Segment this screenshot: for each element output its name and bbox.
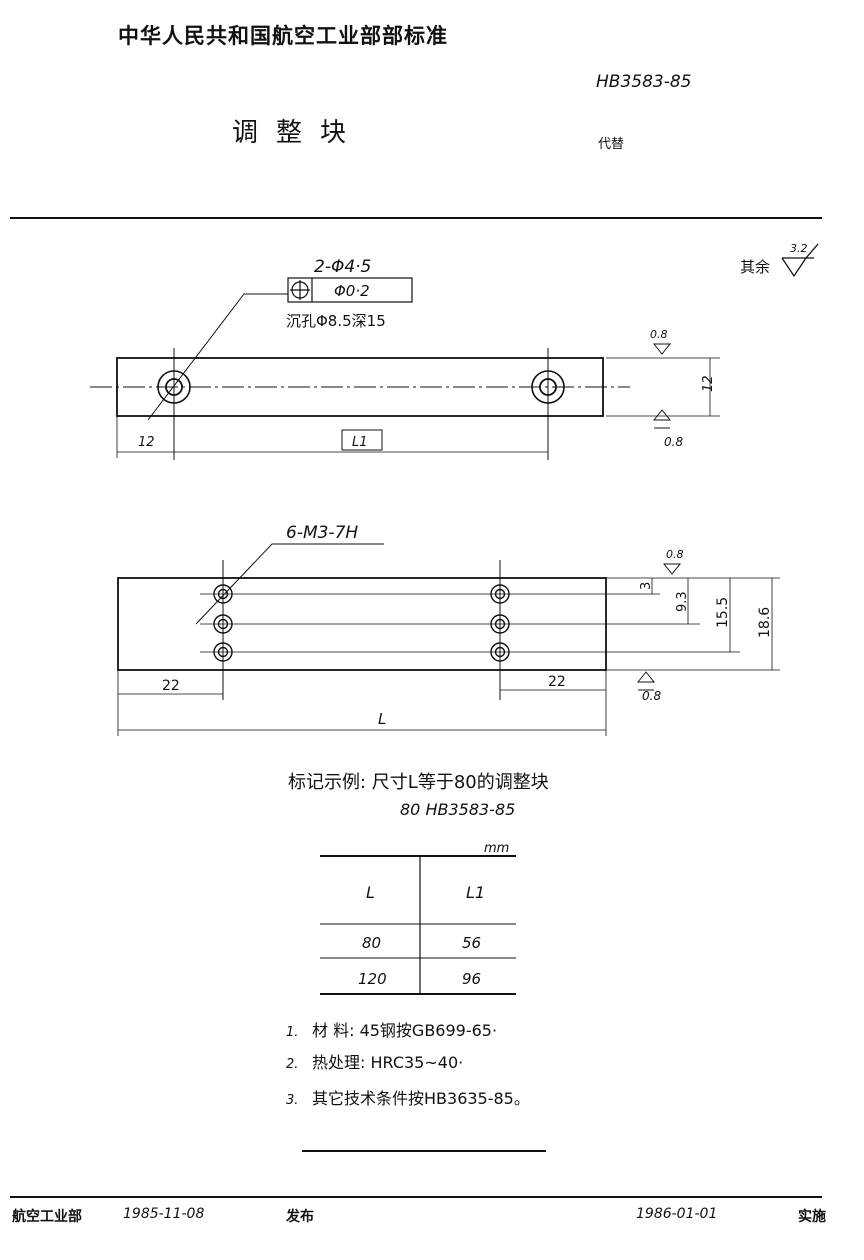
standard-code: HB3583-85 [596,72,692,92]
threaded-holes [213,584,510,662]
dim-22-left: 22 [162,678,180,694]
counterbore-callout: 沉孔Φ8.5深15 [286,312,386,330]
note-text: 热处理: HRC35~40· [312,1053,464,1072]
standard-title: 中华人民共和国航空工业部部标准 [118,24,448,48]
footer-issued: 发布 [286,1209,314,1225]
header-divider [10,217,822,219]
dim-18-6: 18.6 [757,607,773,638]
dimension-table: mm L L1 80 56 120 96 [320,841,516,995]
note-item: 1. 材 料: 45钢按GB699-65· [286,1017,497,1041]
dim-3: 3 [639,582,654,590]
roughness-symbol-rest [781,257,814,278]
roughness-front-lower: 0.8 [642,689,661,703]
note-item: 3. 其它技术条件按HB3635-85。 [286,1085,530,1109]
table-cell: 120 [358,970,387,988]
thread-callout: 6-M3-7H [286,523,358,543]
marking-code: 80 HB3583-85 [400,800,516,819]
note-text: 材 料: 45钢按GB699-65· [312,1021,498,1040]
tolerance-frame [287,277,413,303]
footer-divider [10,1196,822,1198]
table-cell: 80 [362,934,381,952]
part-name: 调整块 [232,118,365,148]
marking-example: 标记示例: 尺寸L等于80的调整块 [288,772,549,793]
table-header-l: L [366,883,375,902]
dim-9-3: 9.3 [675,591,690,612]
table-cell: 56 [462,934,481,952]
position-tolerance: Φ0·2 [334,282,370,300]
through-hole-left [165,378,183,396]
roughness-rest-value: 3.2 [790,242,808,255]
surface-rest-label: 其余 [740,258,770,276]
table-cell: 96 [462,970,481,988]
table-header-l1: L1 [466,883,485,902]
technical-drawing: 其余 3.2 2-Φ4·5 Φ0·2 沉孔Φ8.5深15 0.8 0.8 12 … [90,242,819,736]
footer-issue-date: 1985-11-08 [123,1206,205,1222]
footer-org: 航空工业部 [12,1209,82,1225]
roughness-top-lower: 0.8 [664,435,683,449]
hole-callout: 2-Φ4·5 [314,257,371,277]
dim-15-5: 15.5 [715,597,731,628]
note-number: 1. [286,1025,299,1040]
dim-l-front: L [378,710,386,728]
dim-height-top: 12 [701,375,716,392]
note-text: 其它技术条件按HB3635-85。 [312,1089,530,1108]
roughness-top-upper: 0.8 [650,328,668,341]
table-unit: mm [484,841,509,856]
note-number: 2. [286,1057,299,1072]
roughness-front-upper: 0.8 [666,548,684,561]
footer-implemented: 实施 [798,1209,826,1225]
counterbore-hole-left [157,370,191,404]
dim-edge-top: 12 [138,435,155,450]
through-hole-right [539,378,557,396]
dim-l1-top: L1 [352,435,368,450]
counterbore-hole-right [531,370,565,404]
note-item: 2. 热处理: HRC35~40· [286,1049,463,1073]
supersedes-label: 代替 [598,137,625,152]
footer-effective-date: 1986-01-01 [636,1206,718,1222]
notes-end-rule [302,1150,546,1152]
dim-22-right: 22 [548,674,566,690]
note-number: 3. [286,1093,299,1108]
